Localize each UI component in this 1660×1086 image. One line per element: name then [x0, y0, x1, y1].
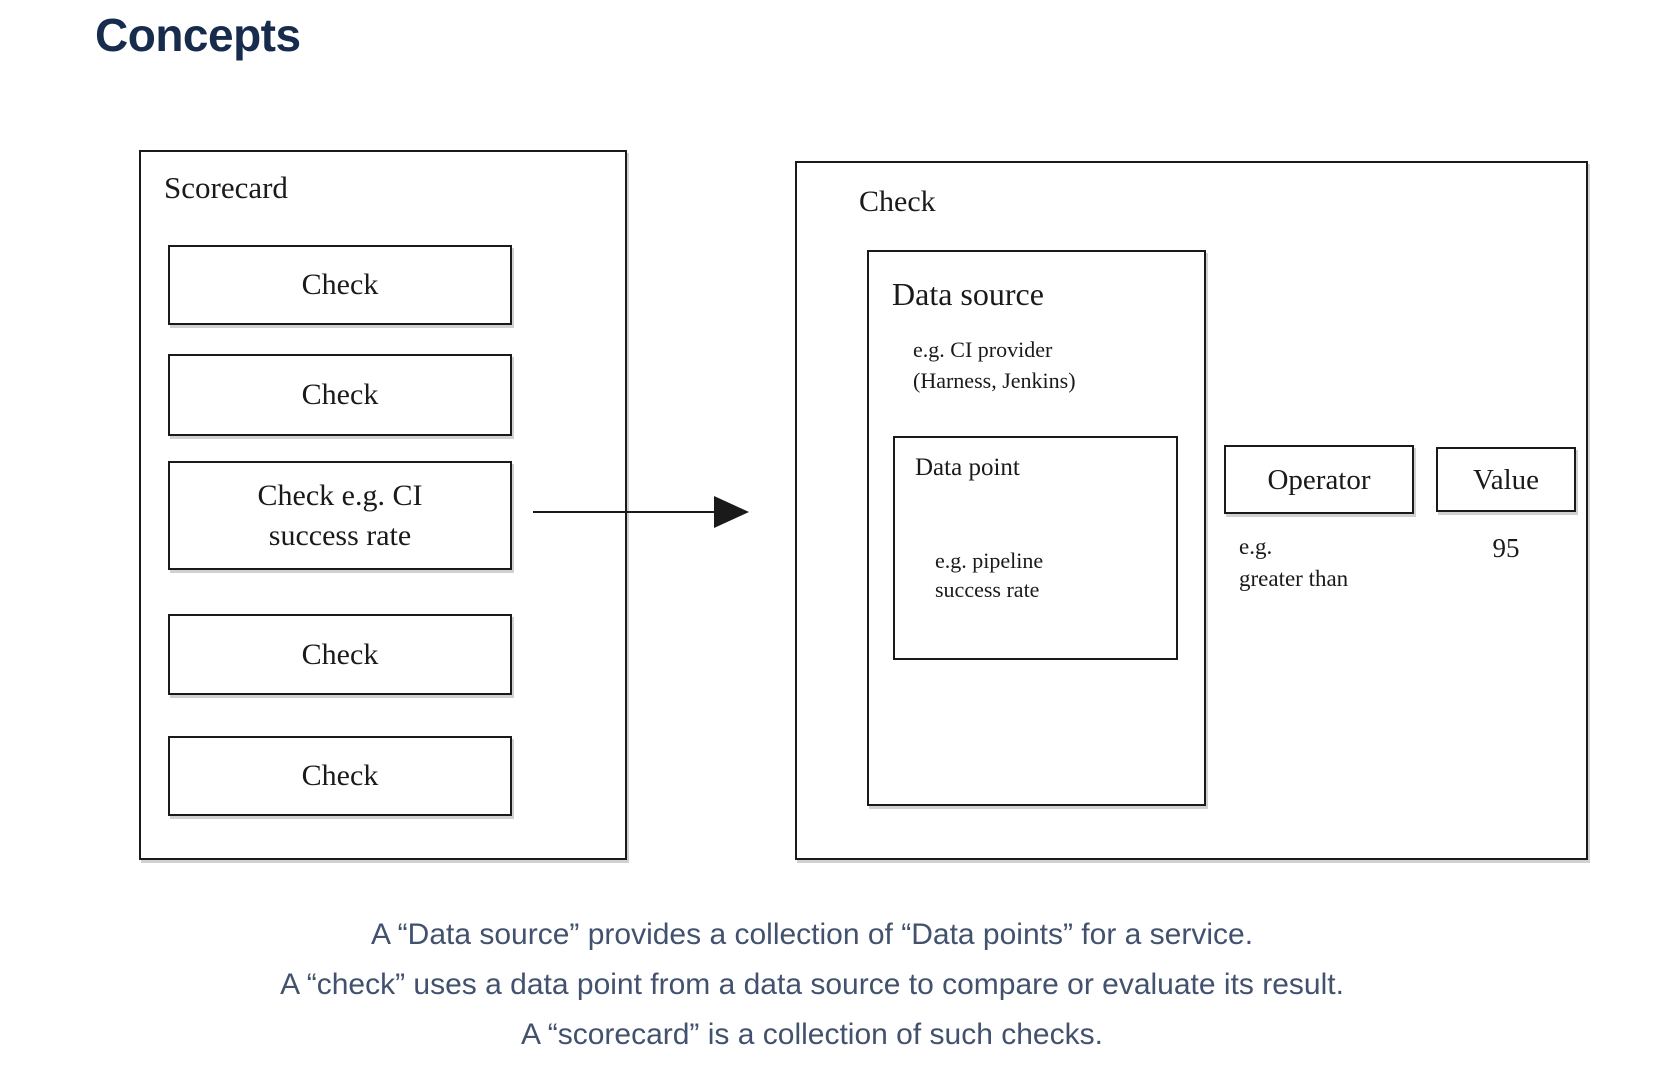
data-source-example-line2: (Harness, Jenkins)	[913, 368, 1076, 393]
check-item-ci-success-rate: Check e.g. CI success rate	[168, 461, 512, 570]
check-item-label: Check	[301, 637, 379, 671]
check-item-label: Check e.g. CI success rate	[257, 478, 423, 552]
data-source-example-line1: e.g. CI provider	[913, 337, 1053, 362]
value-example: 95	[1492, 533, 1520, 563]
caption-line-3: A “scorecard” is a collection of such ch…	[521, 1018, 1103, 1051]
check-item: Check	[168, 354, 512, 436]
check-item-label: Check	[301, 759, 379, 792]
value-label: Value	[1472, 463, 1540, 496]
operator-label: Operator	[1267, 463, 1371, 496]
data-point-example-line1: e.g. pipeline	[935, 548, 1044, 573]
check-item-label: Check	[301, 378, 379, 411]
check-item: Check	[168, 736, 512, 816]
operator-example: e.g. greater than	[1239, 531, 1348, 595]
scorecard-box: Scorecard Check Check Check e.g. CI succ…	[139, 150, 627, 860]
check-item-label: Check	[301, 268, 379, 301]
data-source-label: Data source	[892, 276, 1044, 312]
arrow-line	[533, 510, 716, 513]
operator-example-line2: greater than	[1239, 566, 1349, 591]
check-detail-label: Check	[859, 185, 936, 218]
data-source-example: e.g. CI provider (Harness, Jenkins)	[913, 334, 1076, 396]
check-item: Check	[168, 245, 512, 325]
operator-box: Operator	[1224, 445, 1414, 514]
data-point-label: Data point	[915, 454, 1020, 481]
data-source-box: Data source e.g. CI provider (Harness, J…	[867, 250, 1206, 806]
scorecard-label: Scorecard	[164, 170, 288, 205]
caption-line-2: A “check” uses a data point from a data …	[280, 968, 1344, 1001]
page-title: Concepts	[95, 9, 301, 61]
data-point-example-line2: success rate	[935, 577, 1040, 602]
data-point-example: e.g. pipeline success rate	[935, 546, 1043, 604]
operator-example-line1: e.g.	[1239, 534, 1273, 559]
data-point-box: Data point e.g. pipeline success rate	[893, 436, 1178, 660]
check-item: Check	[168, 614, 512, 695]
caption: A “Data source” provides a collection of…	[0, 910, 1624, 1060]
arrow-head-icon	[714, 495, 749, 528]
value-box: Value	[1436, 447, 1576, 512]
caption-line-1: A “Data source” provides a collection of…	[370, 918, 1254, 951]
flow-arrow	[533, 494, 749, 530]
check-detail-box: Check Data source e.g. CI provider (Harn…	[795, 161, 1588, 860]
